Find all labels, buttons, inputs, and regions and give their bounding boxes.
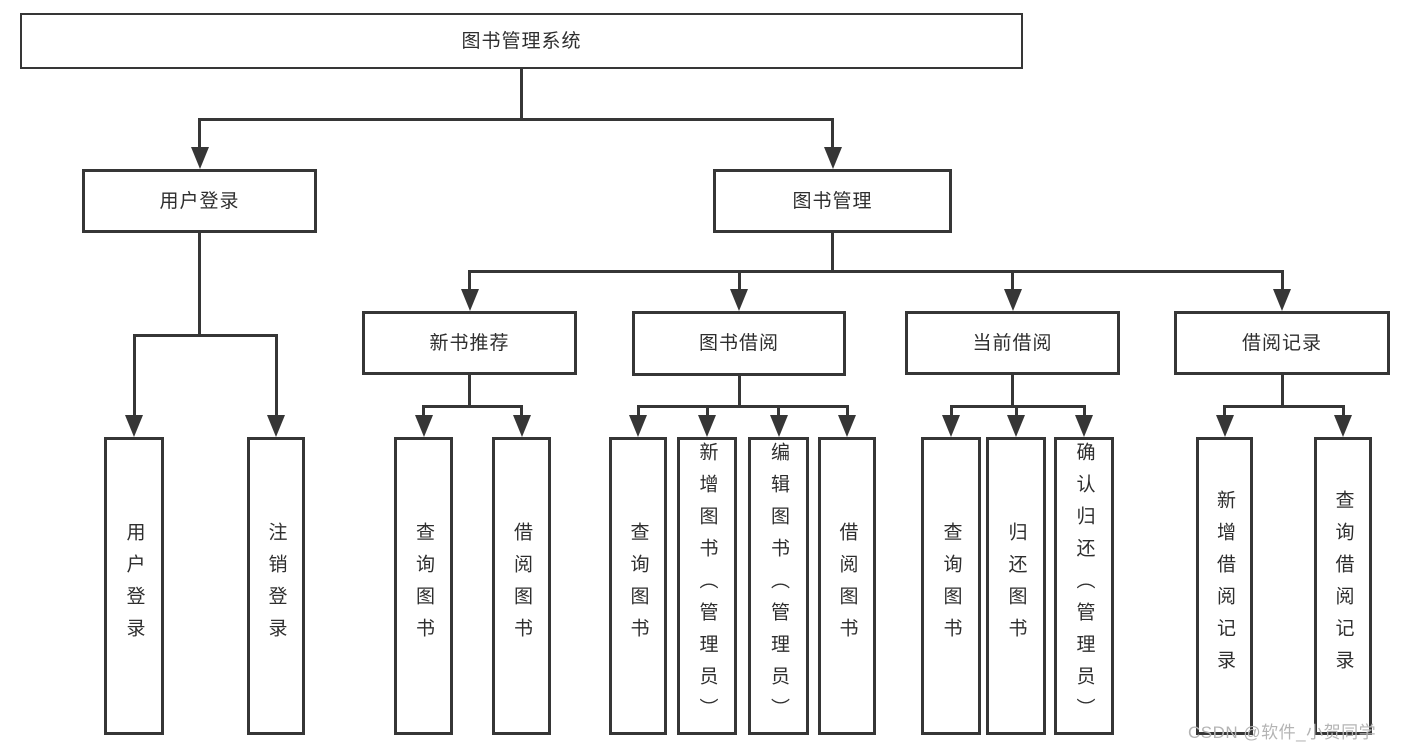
node-leaf-confirm-return: 确认归还（管理员） [1054, 437, 1114, 735]
connector-line [636, 406, 640, 418]
connector-line [274, 335, 278, 418]
csdn-watermark: CSDN @软件_小贺同学 [1188, 723, 1377, 742]
node-label-leaf-query-books-1: 查询图书 [413, 522, 434, 650]
node-label-leaf-return-book: 归还图书 [1005, 522, 1027, 650]
node-book-mgmt: 图书管理 [713, 169, 952, 233]
node-label-leaf-query-books-3: 查询图书 [940, 522, 962, 650]
connector-line [520, 406, 523, 418]
arrow-down-icon [1273, 289, 1291, 311]
arrow-down-icon [838, 415, 856, 437]
connector-line [422, 404, 523, 408]
node-leaf-borrow-books-2: 借阅图书 [818, 437, 876, 735]
arrow-down-icon [414, 415, 433, 437]
connector-line [737, 271, 741, 292]
node-leaf-logout: 注销登录 [247, 437, 305, 735]
arrow-down-icon [730, 289, 748, 311]
connector-line [198, 117, 834, 121]
arrow-down-icon [823, 147, 842, 169]
arrow-down-icon [267, 415, 285, 437]
connector-line [1011, 375, 1014, 408]
connector-line [1223, 404, 1345, 408]
connector-line [468, 269, 1284, 273]
connector-line [422, 406, 425, 418]
node-label-leaf-borrow-books-1: 借阅图书 [511, 522, 532, 650]
connector-line [132, 335, 136, 418]
connector-line [1280, 375, 1284, 408]
connector-line [831, 233, 834, 273]
node-label-leaf-add-book: 新增图书（管理员） [696, 442, 718, 730]
connector-line [831, 119, 834, 150]
arrow-down-icon [769, 415, 788, 437]
connector-line [1341, 406, 1345, 418]
node-leaf-query-books-2: 查询图书 [609, 437, 667, 735]
node-book-borrow: 图书借阅 [632, 311, 846, 376]
connector-line [949, 404, 1086, 408]
arrow-down-icon [1334, 415, 1352, 437]
node-label-leaf-query-books-2: 查询图书 [627, 522, 649, 650]
connector-line [520, 69, 523, 121]
connector-line [132, 333, 278, 337]
arrow-down-icon [512, 415, 531, 437]
node-leaf-add-record: 新增借阅记录 [1196, 437, 1253, 735]
node-leaf-add-book: 新增图书（管理员） [677, 437, 737, 735]
node-leaf-query-books-1: 查询图书 [394, 437, 453, 735]
arrow-down-icon [1075, 415, 1093, 437]
connector-line [737, 376, 741, 408]
connector-line [777, 406, 780, 418]
node-system: 图书管理系统 [20, 13, 1023, 69]
node-user-login: 用户登录 [82, 169, 317, 233]
arrow-down-icon [1215, 415, 1234, 437]
node-borrow-records: 借阅记录 [1174, 311, 1390, 375]
arrow-down-icon [942, 415, 960, 437]
connector-line [1082, 406, 1086, 418]
node-label-book-borrow: 图书借阅 [698, 333, 779, 354]
node-leaf-query-books-3: 查询图书 [921, 437, 981, 735]
node-label-new-book-rec: 新书推荐 [429, 332, 510, 354]
node-leaf-return-book: 归还图书 [986, 437, 1046, 735]
arrow-down-icon [190, 147, 209, 169]
node-label-leaf-add-record: 新增借阅记录 [1214, 490, 1235, 682]
connector-line [468, 375, 471, 408]
node-label-leaf-query-record: 查询借阅记录 [1332, 490, 1354, 682]
arrow-down-icon [629, 415, 647, 437]
connector-line [1223, 406, 1226, 418]
connector-line [1280, 271, 1284, 292]
connector-line [198, 233, 201, 337]
node-leaf-user-login: 用户登录 [104, 437, 164, 735]
node-label-leaf-logout: 注销登录 [265, 522, 287, 650]
connector-line [468, 271, 471, 292]
arrow-down-icon [698, 415, 716, 437]
node-label-borrow-records: 借阅记录 [1241, 332, 1322, 354]
node-leaf-edit-book: 编辑图书（管理员） [748, 437, 809, 735]
arrow-down-icon [125, 415, 143, 437]
node-new-book-rec: 新书推荐 [362, 311, 577, 375]
node-label-leaf-borrow-books-2: 借阅图书 [836, 522, 858, 650]
arrow-down-icon [1003, 289, 1022, 311]
connector-line [949, 406, 953, 418]
connector-line [845, 406, 849, 418]
connector-line [1014, 406, 1018, 418]
node-current-borrow: 当前借阅 [905, 311, 1120, 375]
node-label-system: 图书管理系统 [461, 30, 582, 52]
connector-line [705, 406, 709, 418]
node-leaf-borrow-books-1: 借阅图书 [492, 437, 551, 735]
node-label-leaf-confirm-return: 确认归还（管理员） [1073, 442, 1095, 730]
node-leaf-query-record: 查询借阅记录 [1314, 437, 1372, 735]
connector-line [198, 119, 201, 150]
node-label-book-mgmt: 图书管理 [792, 190, 873, 212]
arrow-down-icon [460, 289, 479, 311]
node-label-leaf-user-login: 用户登录 [123, 522, 145, 650]
node-label-user-login: 用户登录 [159, 190, 240, 212]
connector-line [636, 404, 849, 408]
node-label-leaf-edit-book: 编辑图书（管理员） [768, 442, 789, 730]
connector-line [1011, 271, 1014, 292]
arrow-down-icon [1007, 415, 1025, 437]
node-label-current-borrow: 当前借阅 [972, 332, 1053, 354]
